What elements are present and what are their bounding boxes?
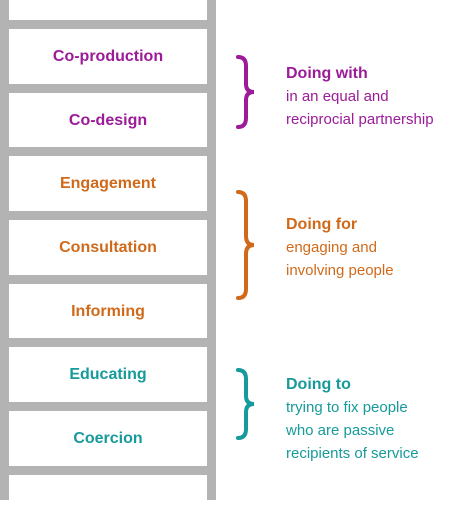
step-educating: Educating [69, 366, 147, 383]
group-doing-for: Doing for engaging and involving people [286, 213, 394, 282]
ladder-rung [0, 338, 216, 347]
step-informing: Informing [71, 303, 145, 320]
brace-doing-with [236, 55, 255, 129]
ladder-rung [0, 84, 216, 93]
brace-doing-for [236, 190, 255, 300]
group-description-line: recipients of service [286, 445, 419, 462]
ladder-rung [0, 20, 216, 29]
step-coercion: Coercion [73, 430, 143, 447]
group-heading: Doing with [286, 65, 368, 82]
group-description-line: involving people [286, 262, 394, 279]
ladder-rung [0, 211, 216, 220]
step-consultation: Consultation [59, 239, 157, 256]
group-heading: Doing for [286, 216, 358, 233]
group-doing-to: Doing to trying to fix people who are pa… [286, 373, 419, 465]
ladder: Co-production Co-design Engagement Consu… [0, 0, 230, 530]
group-description-line: in an equal and [286, 88, 389, 105]
group-doing-with: Doing with in an equal and reciprocial p… [286, 62, 434, 131]
brace-doing-to [236, 368, 255, 440]
ladder-left-rail [0, 0, 9, 500]
group-description-line: engaging and [286, 239, 377, 256]
group-description-line: trying to fix people [286, 399, 408, 416]
group-description-line: who are passive [286, 422, 395, 439]
step-co-design: Co-design [68, 112, 148, 129]
ladder-rung [0, 147, 216, 156]
step-engagement: Engagement [59, 175, 156, 192]
group-description-line: reciprocial partnership [286, 111, 434, 128]
group-heading: Doing to [286, 376, 351, 393]
step-co-production: Co-production [52, 48, 164, 65]
ladder-rung [0, 466, 216, 475]
ladder-rung [0, 275, 216, 284]
ladder-right-rail [207, 0, 216, 500]
ladder-rung [0, 402, 216, 411]
